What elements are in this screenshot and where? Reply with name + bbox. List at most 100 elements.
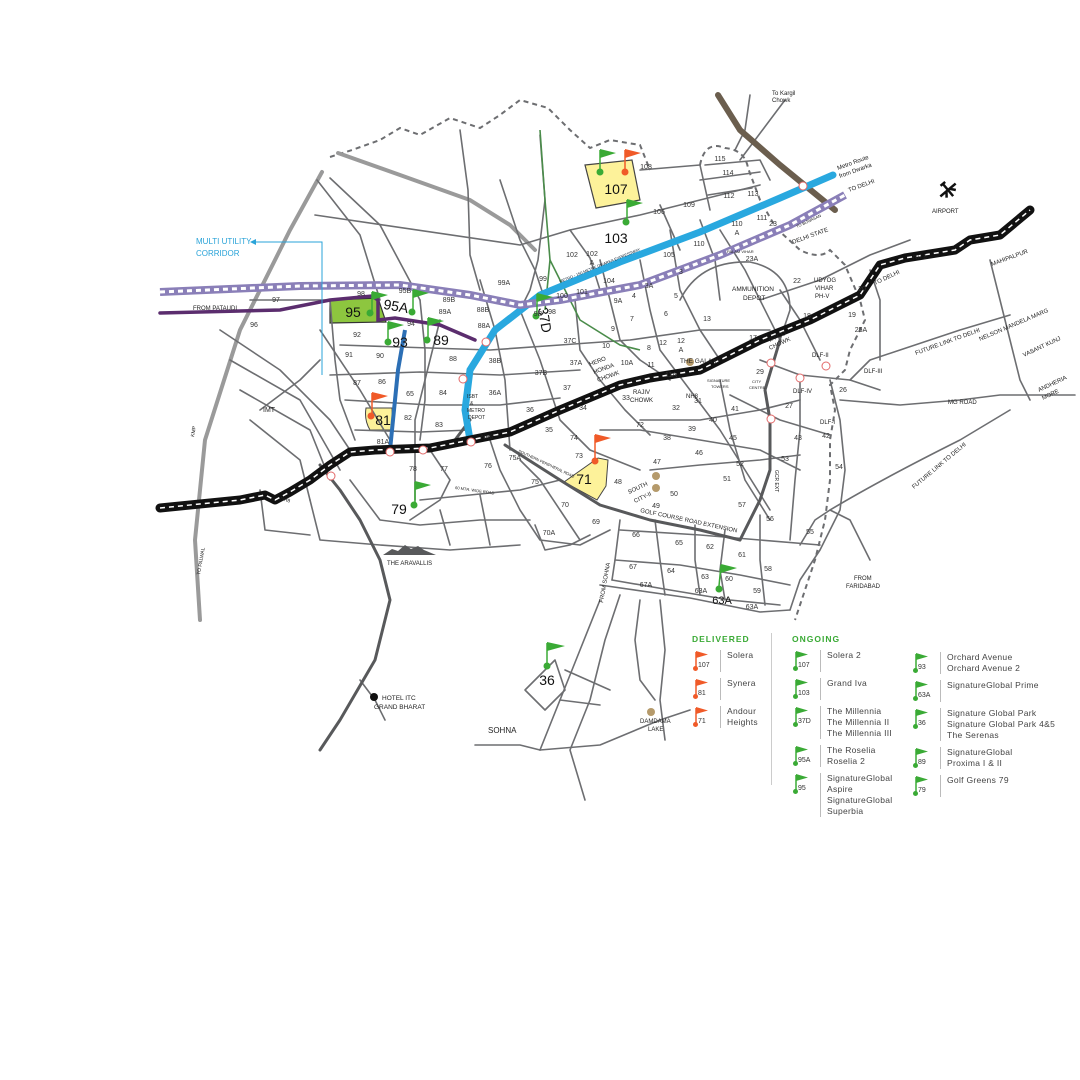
sector-label: 110 — [693, 241, 704, 248]
legend-project-name: Solera — [727, 650, 754, 660]
svg-text:THE GALAXY: THE GALAXY — [680, 358, 721, 365]
svg-text:DELHI STATE: DELHI STATE — [792, 227, 830, 246]
flag-81-icon — [367, 392, 388, 420]
sector-label: 64 — [667, 568, 675, 575]
flag-36-icon — [543, 642, 565, 670]
svg-text:GRAND BHARAT: GRAND BHARAT — [374, 704, 425, 711]
legend-separator — [940, 747, 941, 769]
sector-label: 112 — [723, 193, 734, 200]
aravallis-mountains-icon — [383, 545, 436, 555]
svg-text:CHOWK: CHOWK — [630, 398, 653, 404]
sector-label: 52 — [736, 461, 744, 468]
sector-label: 94 — [407, 321, 415, 328]
sector-label: 63A — [746, 604, 759, 611]
legend-separator — [720, 678, 721, 700]
svg-text:DEPOT: DEPOT — [743, 295, 765, 302]
sector-label: 76 — [484, 463, 492, 470]
sector-label: 82 — [404, 415, 412, 422]
flag-icon: 107 — [692, 650, 714, 672]
legend-project-name: SignatureGlobal Prime — [947, 680, 1039, 690]
sector-label: 18 — [803, 313, 811, 320]
svg-text:NH8: NH8 — [279, 496, 290, 504]
highways-gray — [503, 338, 782, 542]
sector-label: 99 — [539, 276, 547, 283]
flag-107-delivered-icon — [621, 149, 641, 176]
sector-label: 10 — [602, 343, 610, 350]
sector-label: 4 — [632, 293, 636, 300]
svg-text:PH-V: PH-V — [815, 294, 829, 300]
sector-label: 29 — [756, 369, 764, 376]
legend-separator — [940, 775, 941, 797]
sector-label: 38 — [663, 435, 671, 442]
svg-text:LAKE: LAKE — [648, 727, 663, 733]
sector-label: 11A — [665, 372, 677, 379]
sector-label: 36 — [526, 407, 534, 414]
svg-text:THE ARAVALLIS: THE ARAVALLIS — [387, 561, 432, 567]
blue-corridor-line — [388, 329, 407, 451]
sector-label: 95B — [399, 288, 412, 295]
sector-label: 84 — [439, 390, 447, 397]
road-network — [219, 94, 1076, 801]
flag-71-icon — [591, 434, 611, 465]
sector-label: 62 — [706, 544, 714, 551]
sector-label: 60 — [725, 576, 733, 583]
svg-text:93: 93 — [392, 334, 408, 350]
flag-95-icon — [366, 291, 388, 317]
sector-label: 38B — [489, 358, 502, 365]
sector-label: 13 — [703, 316, 711, 323]
svg-text:MAHIPALPUR: MAHIPALPUR — [991, 249, 1030, 268]
sector-label: 67A — [640, 582, 653, 589]
airport-icon — [939, 180, 957, 198]
legend-delivered-heading: DELIVERED — [692, 634, 750, 644]
sector-label: 87 — [353, 380, 361, 387]
sector-label: 12 — [659, 340, 667, 347]
sector-label: 43 — [794, 435, 802, 442]
svg-text:FROM: FROM — [854, 576, 872, 582]
sector-label: 72 — [636, 422, 644, 429]
sector-label: 25A — [855, 327, 868, 334]
flag-95a-icon — [408, 289, 429, 316]
sector-label: 49 — [652, 503, 660, 510]
sector-label: 65 — [675, 540, 683, 547]
sector-label: 83 — [435, 422, 443, 429]
sector-label: 31 — [694, 398, 702, 405]
sector-label: 11 — [647, 362, 654, 369]
sector-label: 100 — [556, 293, 568, 300]
flag-63a-icon — [715, 564, 737, 593]
flag-37d-icon — [532, 293, 553, 320]
sector-label: 89B — [443, 297, 456, 304]
svg-text:36: 36 — [539, 672, 555, 688]
svg-text:VIHAR: VIHAR — [815, 286, 834, 292]
svg-text:FROM PATAUDI: FROM PATAUDI — [193, 306, 237, 312]
svg-text:RAJIV: RAJIV — [633, 390, 650, 396]
flag-icon: 103 — [792, 678, 814, 700]
svg-text:SOUTHERN PERIPHERAL ROAD: SOUTHERN PERIPHERAL ROAD — [518, 448, 576, 479]
sector-label: 98 — [357, 291, 365, 298]
sector-label: 46 — [695, 450, 703, 457]
flag-icon: 93 — [912, 652, 934, 674]
multi-utility-arrow-icon — [250, 239, 256, 245]
svg-text:SIGNATURE: SIGNATURE — [707, 378, 730, 383]
sector-label: 57 — [738, 502, 746, 509]
sector-label: 77 — [440, 466, 448, 473]
sector-label: 48 — [614, 479, 622, 486]
svg-text:107: 107 — [604, 181, 628, 197]
legend-ongoing-heading: ONGOING — [792, 634, 841, 644]
sector-label: 9B — [534, 311, 543, 318]
svg-text:TOWERS: TOWERS — [711, 384, 729, 389]
svg-text:To Kargil: To Kargil — [772, 91, 795, 97]
svg-text:FARIDABAD: FARIDABAD — [846, 584, 881, 590]
